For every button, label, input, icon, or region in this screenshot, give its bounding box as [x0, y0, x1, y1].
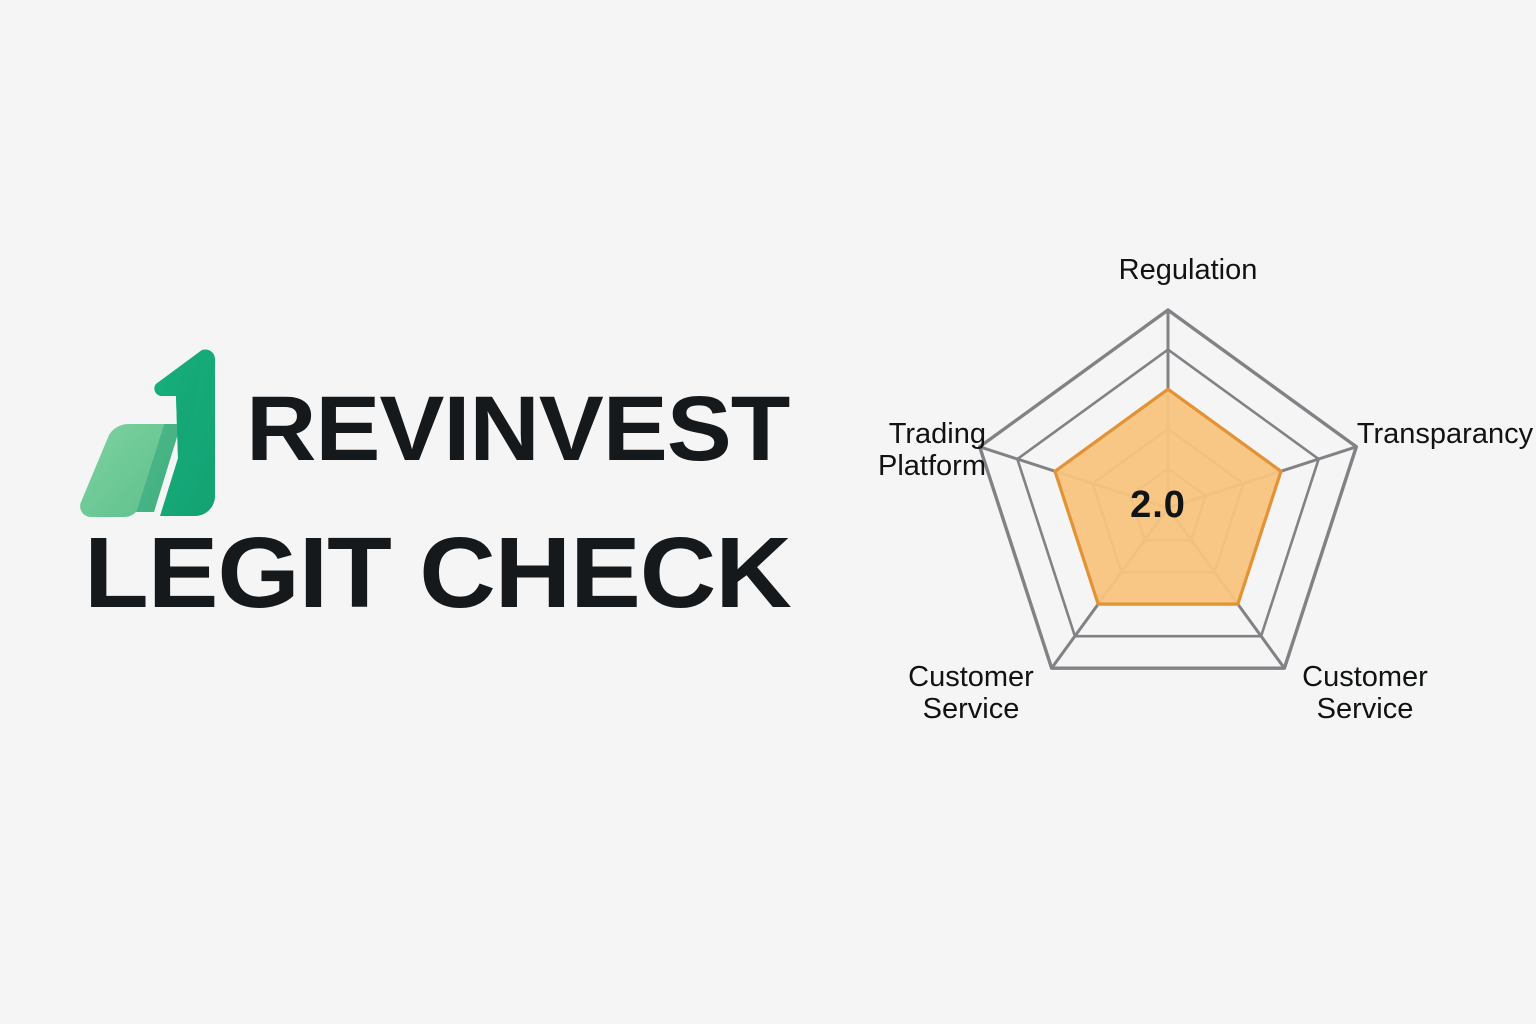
axis-label-customer-service-right: Customer Service: [1302, 661, 1428, 726]
brand-title-row: REVINVEST: [78, 348, 790, 518]
axis-label-trading-platform: Trading Platform: [878, 418, 986, 483]
axis-label-customer-service-left: Customer Service: [908, 661, 1034, 726]
rising-arrow-chart-icon: [80, 349, 215, 517]
axis-label-transparancy: Transparancy: [1356, 418, 1534, 450]
radar-center-score: 2.0: [1130, 484, 1186, 526]
brand-subtitle: LEGIT CHECK: [84, 517, 792, 629]
radar-series-polygon[interactable]: [1053, 387, 1283, 606]
brand-block: REVINVEST LEGIT CHECK: [78, 348, 868, 648]
brand-name: REVINVEST: [246, 378, 790, 481]
radar-chart-svg: [977, 308, 1359, 670]
radar-chart: Regulation Transparancy Customer Service…: [840, 236, 1536, 766]
axis-label-regulation: Regulation: [1118, 254, 1258, 286]
